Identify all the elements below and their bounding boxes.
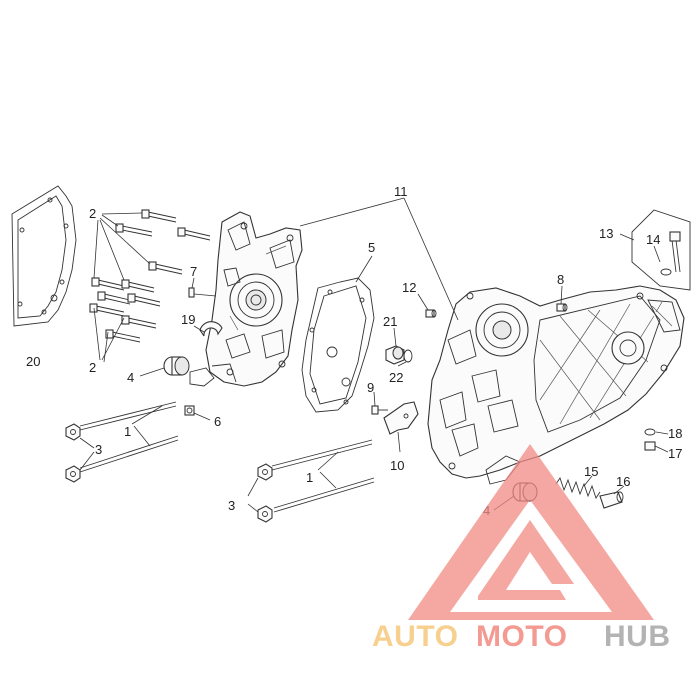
right-crankcase-half [299,197,685,485]
callout-13: 13 [599,226,613,241]
callout-6: 6 [214,414,221,429]
bolts-2 [89,209,211,363]
watermark-hub: HUB [604,620,671,653]
nuts-3-middle [247,463,273,523]
plug-17 [644,441,669,453]
screw-9 [371,391,388,415]
watermark-moto: MOTO [476,620,567,653]
nut-6 [184,405,211,421]
bushing-21 [385,327,405,365]
callout-21: 21 [383,314,397,329]
watermark-auto: AUTO [372,620,458,653]
callout-7: 7 [190,264,197,279]
callout-9: 9 [367,380,374,395]
callout-22: 22 [389,370,403,385]
callout-1-middle: 1 [306,470,313,485]
seal-19 [193,321,223,337]
bracket-10 [383,401,419,453]
bushing-4-left [139,356,190,377]
gasket-20 [11,185,77,327]
oring-22 [397,349,413,367]
callout-16: 16 [616,474,630,489]
spring-15 [555,475,601,500]
watermark-inner-mark [478,520,574,600]
callout-2-bottom: 2 [89,360,96,375]
callout-14: 14 [646,232,660,247]
studs-1-left [79,401,179,473]
bolt-14-assembly [619,209,691,291]
studs-1-middle [271,439,375,513]
callout-5: 5 [368,240,375,255]
callout-11: 11 [394,184,408,199]
callout-1-left: 1 [124,424,131,439]
callout-17: 17 [668,446,682,461]
callout-3-left: 3 [95,442,102,457]
callout-15: 15 [584,464,598,479]
nuts-3-left [65,423,95,483]
callout-10: 10 [390,458,404,473]
automotohub-watermark: AUTO MOTO HUB [372,444,671,653]
dowel-8 [556,285,568,312]
callout-3-middle: 3 [228,498,235,513]
left-crankcase-cover [189,211,303,387]
washer-18 [644,428,669,436]
callout-12: 12 [402,280,416,295]
callout-18: 18 [668,426,682,441]
dowel-12 [417,293,437,318]
callout-19: 19 [181,312,195,327]
callout-20: 20 [26,354,40,369]
gasket-5 [301,255,375,413]
plunger-16 [599,485,625,509]
callout-2-top: 2 [89,206,96,221]
callout-8: 8 [557,272,564,287]
watermark-triangle-logo [408,444,654,620]
callout-4-left: 4 [127,370,134,385]
pin-7 [188,277,217,298]
